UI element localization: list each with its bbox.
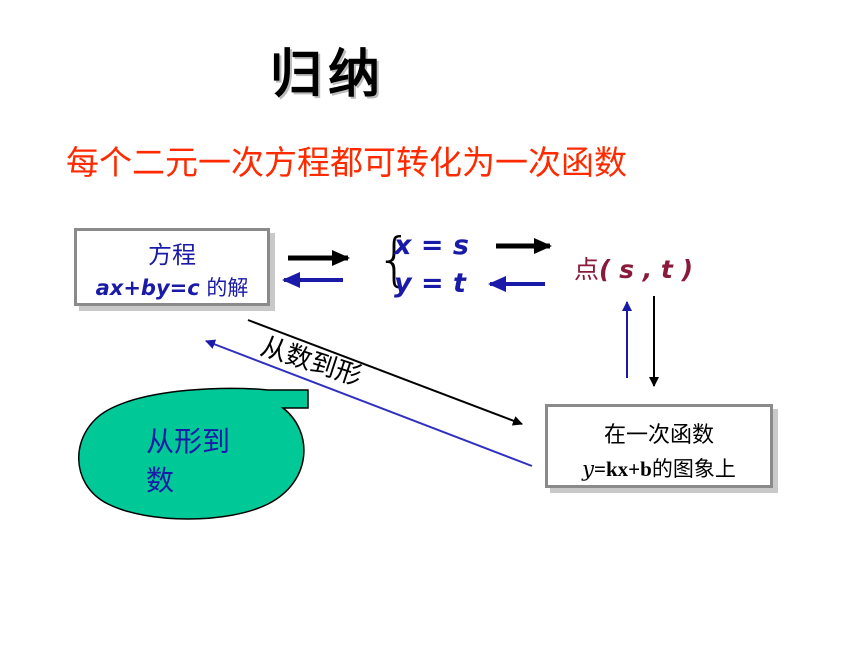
equation-expression: ax+by=c [95, 276, 200, 300]
function-expression: =kx+b [594, 457, 652, 481]
subtitle: 每个二元一次方程都可转化为一次函数 [66, 143, 627, 182]
function-box-line1: 在一次函数 [603, 423, 714, 448]
arrow-shape-to-number [205, 339, 533, 467]
point-prefix: 点 [574, 255, 600, 284]
callout-bubble [78, 387, 309, 520]
function-box-line2: y=kx+b的图象上 [548, 453, 770, 483]
function-suffix: 的图象上 [651, 457, 736, 481]
point-label: 点( s , t ) [574, 250, 693, 286]
equation-box-line1: 方程 [148, 241, 196, 269]
system-brace: { [376, 225, 413, 293]
equation-suffix: 的解 [199, 276, 249, 300]
page-title: 归纳 [270, 45, 387, 105]
equation-solution-box: 方程 ax+by=c 的解 [74, 228, 270, 306]
arrow-number-to-shape [247, 319, 523, 426]
linear-function-box: 在一次函数 y=kx+b的图象上 [545, 404, 773, 488]
shape-to-number-label: 从形到数 [146, 425, 231, 498]
function-var: y [582, 457, 595, 481]
system-line-y: y = t [394, 268, 466, 299]
system-line-x: x = s [394, 230, 469, 261]
point-coords: ( s , t ) [599, 255, 694, 284]
equation-box-line2: ax+by=c 的解 [77, 272, 267, 302]
